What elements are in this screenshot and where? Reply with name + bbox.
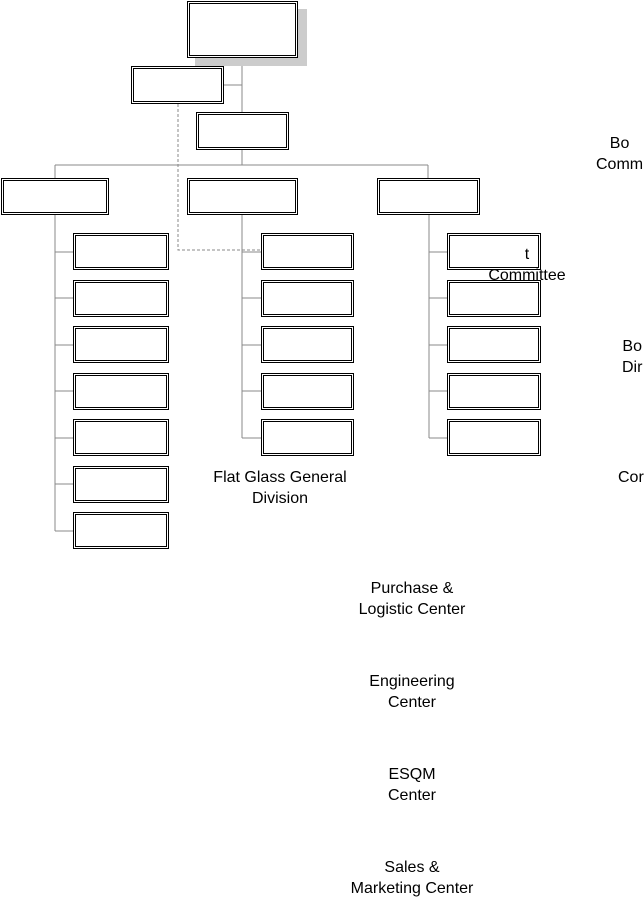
- label-purchase-logistic: Purchase & Logistic Center: [358, 580, 466, 618]
- label-flat-glass-division: Flat Glass General Division: [213, 469, 347, 507]
- label-engineering: Engineering Center: [369, 673, 455, 711]
- division-box-left: [1, 178, 109, 215]
- label-board-directors: Bo Dir: [622, 338, 643, 376]
- unit-box-middle: [261, 280, 354, 317]
- side-box: [131, 66, 224, 104]
- unit-box-right: [447, 419, 541, 456]
- unit-box-right: [447, 326, 541, 363]
- label-board-committee: Bo Comm: [596, 135, 644, 173]
- unit-box-left: [73, 326, 169, 363]
- label-corporate: Cor: [618, 469, 644, 486]
- unit-box-left: [73, 512, 169, 549]
- unit-box-left: [73, 373, 169, 410]
- unit-box-left: [73, 466, 169, 503]
- division-box-right: [377, 178, 480, 215]
- unit-box-middle: [261, 326, 354, 363]
- unit-box-right: [447, 280, 541, 317]
- unit-box-right: [447, 373, 541, 410]
- second-box: [196, 112, 289, 150]
- label-sales-marketing: Sales & Marketing Center: [350, 859, 474, 897]
- label-audit-committee: t Committee: [488, 246, 566, 284]
- unit-box-middle: [261, 419, 354, 456]
- label-esqm: ESQM Center: [387, 766, 437, 804]
- top-box: [187, 1, 298, 58]
- division-box-middle: [187, 178, 298, 215]
- dashed-connector: [177, 104, 262, 251]
- unit-box-middle: [261, 233, 354, 270]
- unit-box-middle: [261, 373, 354, 410]
- unit-box-left: [73, 233, 169, 270]
- unit-box-left: [73, 280, 169, 317]
- unit-box-right: [447, 233, 541, 270]
- unit-box-left: [73, 419, 169, 456]
